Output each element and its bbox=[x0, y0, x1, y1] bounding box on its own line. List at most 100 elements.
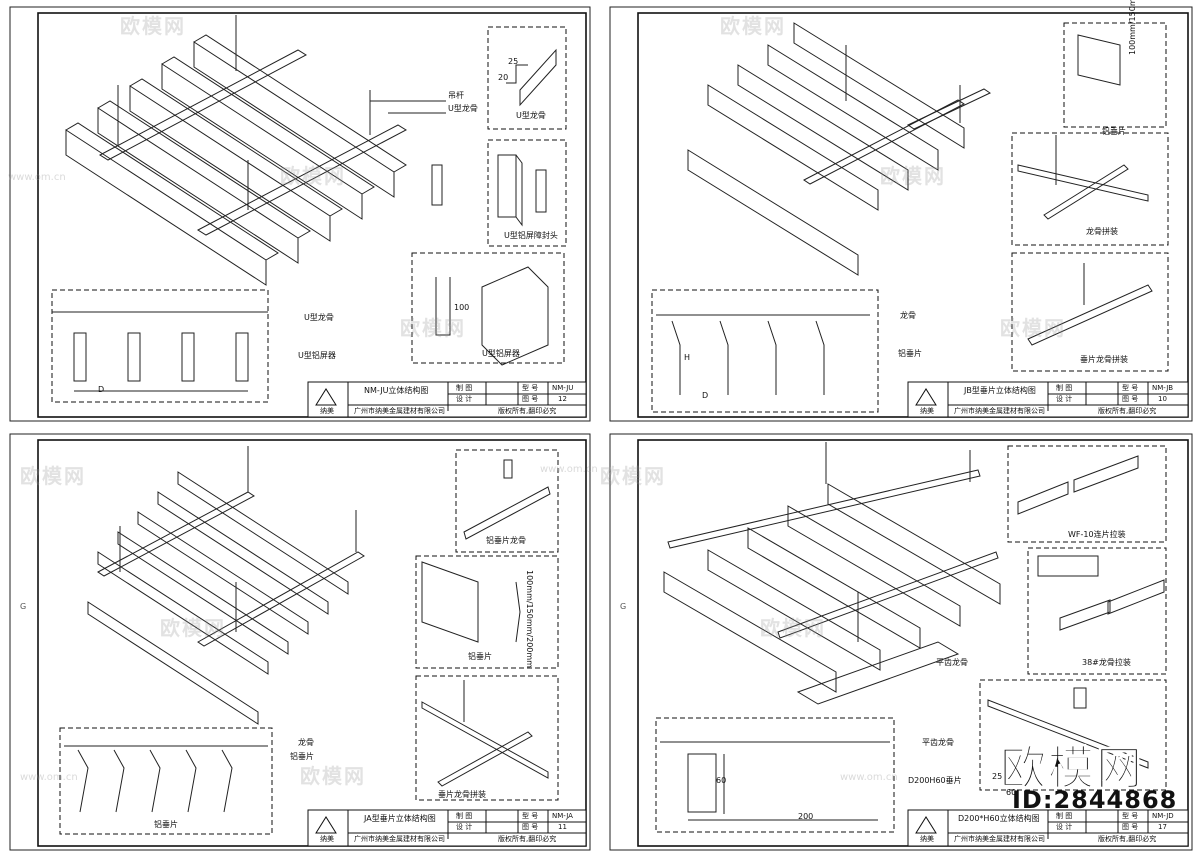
watermark-brand: 欧模网 bbox=[720, 14, 786, 38]
tb-drawing: 制 图 bbox=[1056, 384, 1073, 392]
label-section-flat-keel: 平齿龙骨 bbox=[922, 738, 954, 747]
label-screen-cap: U型铝屏障封头 bbox=[504, 231, 558, 240]
title-nm-jd: D200*H60立体结构图 bbox=[958, 814, 1040, 823]
label-blade: 铝垂片 bbox=[468, 652, 492, 661]
tb-page-num: 17 bbox=[1158, 823, 1167, 831]
tb-code: NM-JA bbox=[552, 812, 573, 820]
watermark-url: www.om.cn bbox=[20, 772, 78, 783]
tb-company: 广州市纳美金属建材有限公司 bbox=[954, 835, 1045, 843]
dim-25: 25 bbox=[508, 57, 519, 66]
dim-60: 60 bbox=[716, 776, 727, 785]
label-section-keel: 龙骨 bbox=[298, 738, 314, 747]
watermark-brand: 欧模网 bbox=[300, 764, 366, 788]
tb-code: NM-JB bbox=[1152, 384, 1174, 392]
side-mark: G bbox=[20, 602, 27, 611]
watermark-url: www.om.cn bbox=[840, 772, 898, 783]
watermark-brand: 欧模网 bbox=[120, 14, 186, 38]
label-section-blade-2: 铝垂片 bbox=[154, 820, 178, 829]
dim-200: 200 bbox=[798, 812, 814, 821]
dim-100: 100 bbox=[454, 303, 470, 312]
label-blade-keel-assembly: 垂片龙骨拼装 bbox=[438, 790, 486, 799]
label-section-blade: 铝垂片 bbox=[898, 349, 922, 358]
tb-note: 版权所有,翻印必究 bbox=[1098, 835, 1157, 843]
dim-range: 100mm/150mm/200mm bbox=[1128, 0, 1137, 55]
label-connector: WF-10连片拉装 bbox=[1068, 530, 1126, 539]
tb-note: 版权所有,翻印必究 bbox=[1098, 407, 1157, 415]
watermark-brand: 欧模网 bbox=[160, 616, 226, 640]
label-hanger: 吊杆 bbox=[448, 91, 464, 100]
sheet-nm-jd: WF-10连片拉装 38#龙骨拉装 平齿龙骨 平齿龙骨 D200H60垂片 20… bbox=[608, 432, 1194, 852]
label-blade-keel: 铝垂片龙骨 bbox=[486, 536, 526, 545]
tb-drawing: 制 图 bbox=[1056, 812, 1073, 820]
dim-25: 25 bbox=[992, 772, 1003, 781]
tb-note: 版权所有,翻印必究 bbox=[498, 835, 557, 843]
tb-model: 型 号 bbox=[1122, 812, 1139, 820]
sheet-nm-jd-drawing bbox=[609, 433, 1193, 851]
tb-model: 型 号 bbox=[522, 812, 539, 820]
watermark-brand: 欧模网 bbox=[280, 164, 346, 188]
tb-company: 广州市纳美金属建材有限公司 bbox=[954, 407, 1045, 415]
sheet-nm-jb: 铝垂片 100mm/150mm/200mm 龙骨拼装 垂片龙骨拼装 龙骨 铝垂片… bbox=[608, 0, 1194, 423]
tb-page: 图 号 bbox=[1122, 823, 1139, 831]
tb-design: 设 计 bbox=[456, 823, 473, 831]
watermark-brand: 欧模网 bbox=[400, 316, 466, 340]
tb-page: 图 号 bbox=[522, 823, 539, 831]
tb-company: 广州市纳美金属建材有限公司 bbox=[354, 407, 445, 415]
tb-logo-text: 纳美 bbox=[320, 407, 334, 415]
tb-code: NM-JU bbox=[552, 384, 574, 392]
tb-model: 型 号 bbox=[522, 384, 539, 392]
label-section-blade: D200H60垂片 bbox=[908, 776, 962, 785]
watermark-id: ID:2844868 bbox=[1012, 786, 1178, 814]
tb-design: 设 计 bbox=[1056, 823, 1073, 831]
tb-page: 图 号 bbox=[522, 395, 539, 403]
title-nm-jb: JB型垂片立体结构图 bbox=[964, 386, 1036, 395]
watermark-brand: 欧模网 bbox=[20, 464, 86, 488]
tb-page: 图 号 bbox=[1122, 395, 1139, 403]
label-section-u-keel: U型龙骨 bbox=[304, 313, 334, 322]
sheet-nm-jb-drawing bbox=[609, 6, 1193, 422]
label-section-screen: U型铝屏器 bbox=[298, 351, 336, 360]
watermark-brand: 欧模网 bbox=[1000, 316, 1066, 340]
dim-h: H bbox=[684, 353, 691, 362]
sheet-nm-ju: 吊杆 U型龙骨 U型龙骨 U型铝屏障封头 U型铝屏器 U型龙骨 U型铝屏器 25… bbox=[8, 5, 592, 423]
dim-range: 100mm/150mm/200mm bbox=[525, 570, 534, 668]
tb-drawing: 制 图 bbox=[456, 384, 473, 392]
label-blade: 铝垂片 bbox=[1102, 127, 1126, 136]
label-u-keel: U型龙骨 bbox=[448, 104, 478, 113]
tb-note: 版权所有,翻印必究 bbox=[498, 407, 557, 415]
watermark-url: www.om.cn bbox=[540, 464, 598, 475]
sheet-nm-ju-drawing bbox=[9, 6, 591, 422]
dim-20: 20 bbox=[498, 73, 509, 82]
tb-design: 设 计 bbox=[456, 395, 473, 403]
tb-code: NM-JD bbox=[1152, 812, 1174, 820]
tb-page-num: 12 bbox=[558, 395, 567, 403]
sheet-nm-ja-drawing bbox=[9, 433, 591, 851]
title-nm-ju: NM-JU立体结构图 bbox=[364, 386, 429, 395]
side-mark: G bbox=[620, 602, 627, 611]
watermark-url: www.om.cn bbox=[8, 172, 66, 183]
label-blade-keel-assembly: 垂片龙骨拼装 bbox=[1080, 355, 1128, 364]
label-section-blade: 铝垂片 bbox=[290, 752, 314, 761]
sheet-nm-ja: 铝垂片龙骨 铝垂片 100mm/150mm/200mm 垂片龙骨拼装 龙骨 铝垂… bbox=[8, 432, 592, 852]
tb-company: 广州市纳美金属建材有限公司 bbox=[354, 835, 445, 843]
watermark-brand: 欧模网 bbox=[880, 164, 946, 188]
tb-page-num: 10 bbox=[1158, 395, 1167, 403]
label-section-keel: 龙骨 bbox=[900, 311, 916, 320]
label-keel-assembly: 龙骨拼装 bbox=[1086, 227, 1118, 236]
watermark-big-brand: 欧模网 bbox=[1000, 741, 1144, 796]
dim-d: D bbox=[98, 385, 105, 394]
tb-model: 型 号 bbox=[1122, 384, 1139, 392]
tb-page-num: 11 bbox=[558, 823, 567, 831]
label-u-keel-detail: U型龙骨 bbox=[516, 111, 546, 120]
label-flat-keel: 平齿龙骨 bbox=[936, 658, 968, 667]
tb-logo-text: 纳美 bbox=[920, 835, 934, 843]
label-keel-connector: 38#龙骨拉装 bbox=[1082, 658, 1131, 667]
dim-50: 60 bbox=[1006, 788, 1017, 797]
tb-logo-text: 纳美 bbox=[920, 407, 934, 415]
tb-drawing: 制 图 bbox=[456, 812, 473, 820]
tb-logo-text: 纳美 bbox=[320, 835, 334, 843]
watermark-brand: 欧模网 bbox=[600, 464, 666, 488]
tb-design: 设 计 bbox=[1056, 395, 1073, 403]
label-screen-detail: U型铝屏器 bbox=[482, 349, 520, 358]
watermark-brand: 欧模网 bbox=[760, 616, 826, 640]
